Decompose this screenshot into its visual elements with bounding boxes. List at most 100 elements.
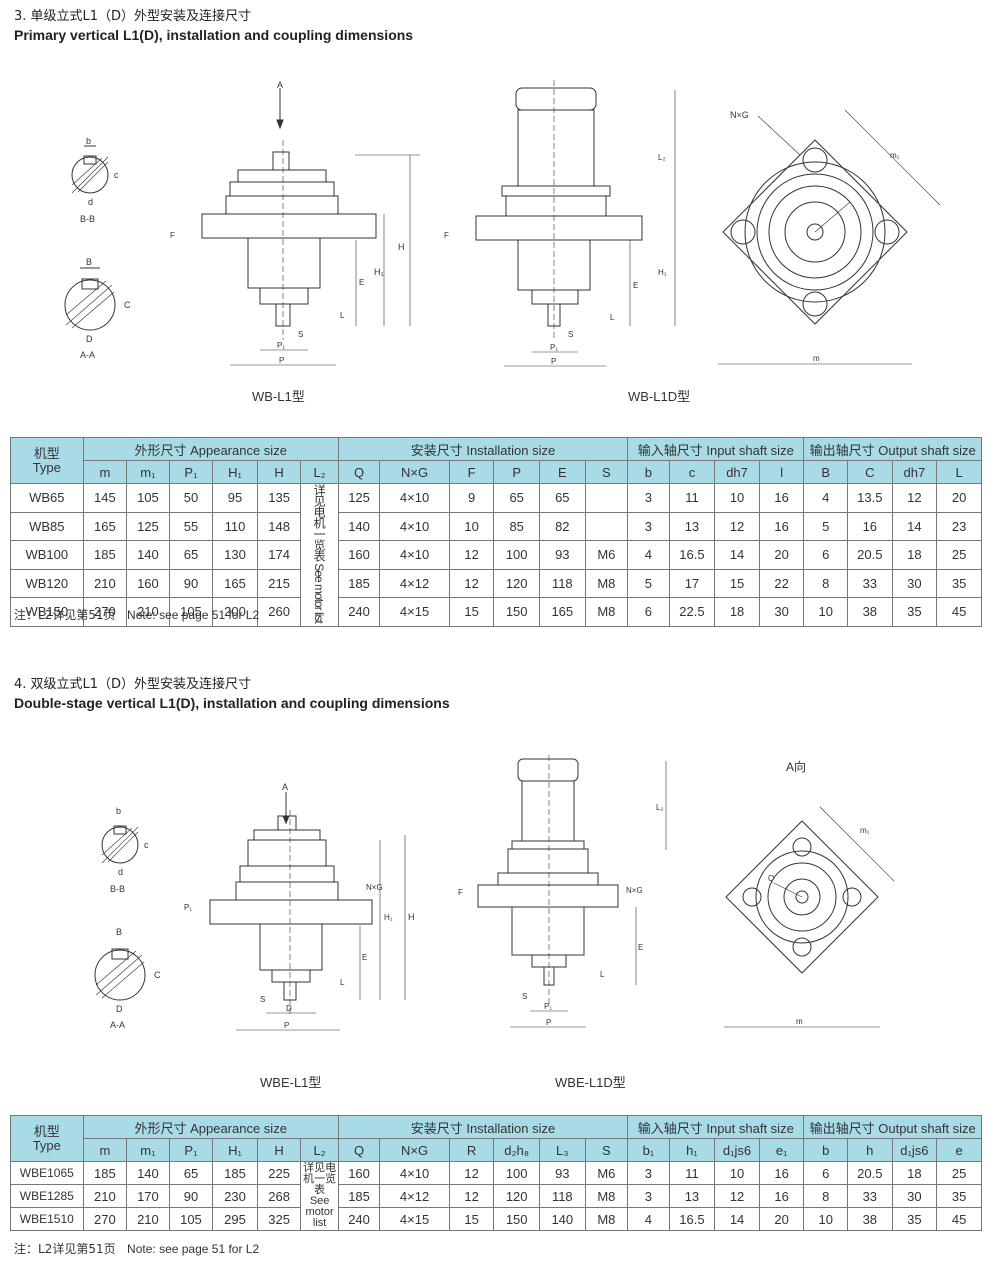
table-cell: 4 [627, 540, 670, 570]
table-cell: 6 [803, 540, 848, 570]
table-cell: 165 [212, 568, 258, 599]
label-H1-b: H₁ [658, 268, 667, 277]
table-cell: 125 [126, 511, 170, 542]
table-row: WB65 145 105 50 95 135 详见电机一览表 See motor… [10, 483, 982, 627]
label-L: L [340, 311, 345, 320]
caption-wbe-l1: WBE-L1型 [260, 1075, 322, 1090]
table-cell: 268 [256, 1184, 302, 1208]
table-cell: 12 [714, 511, 760, 542]
table-cell: 135 [256, 483, 302, 513]
table-cell: 185 [337, 1184, 381, 1208]
type-header: 机型 Type [10, 437, 84, 484]
column-header: H [256, 460, 302, 484]
label-E-3: E [638, 943, 643, 952]
table-cell: 23 [936, 511, 982, 542]
section4-spec-table: 机型 Type 外形尺寸 Appearance size 安装尺寸 Instal… [10, 1115, 982, 1231]
table-cell: 185 [337, 568, 381, 599]
table-cell: 6 [627, 597, 670, 627]
label-Q: Q [768, 874, 774, 883]
table-cell: 14 [714, 1207, 760, 1231]
table-cell: WBE1285 [10, 1184, 84, 1208]
table-cell: 125 [337, 483, 381, 513]
table-cell: 160 [126, 568, 170, 599]
label-F: F [170, 231, 175, 240]
label-S: S [298, 330, 303, 339]
table-cell: 90 [168, 568, 214, 599]
type-header-cn: 机型 [33, 1123, 60, 1139]
table-cell: 82 [539, 511, 586, 542]
table-cell: 120 [493, 568, 540, 599]
column-header: L₃ [539, 1138, 586, 1162]
column-header: m [82, 1138, 128, 1162]
column-header: H₁ [212, 1138, 258, 1162]
table-cell: 90 [168, 1184, 214, 1208]
table-cell: 174 [256, 540, 302, 570]
column-header: Q [337, 1138, 381, 1162]
table-cell: 100 [493, 1161, 540, 1185]
label-m-2: m [796, 1017, 803, 1026]
table-cell: 14 [891, 511, 938, 542]
label-P1: P₁ [277, 341, 285, 350]
column-header: dh7 [714, 460, 760, 484]
section3-title-cn: 3. 单级立式L1（D）外型安装及连接尺寸 [14, 9, 252, 24]
section3-title-en: Primary vertical L1(D), installation and… [14, 27, 414, 43]
column-header: S [584, 1138, 629, 1162]
table-cell [584, 483, 629, 513]
column-header: m₁ [126, 460, 170, 484]
label-E: E [359, 278, 364, 287]
column-header: E [539, 460, 586, 484]
table-cell: 16 [758, 1161, 805, 1185]
table-cell: 4×10 [379, 1161, 450, 1185]
table-cell: 65 [493, 483, 540, 513]
table-cell: WB85 [10, 511, 84, 542]
l2-note-cn: 详见电机一览表 [303, 1162, 337, 1196]
label-m: m [813, 354, 820, 363]
table-cell: 3 [627, 483, 670, 513]
label-P-3: P [546, 1018, 551, 1027]
table-cell: 118 [539, 568, 586, 599]
column-header: S [584, 460, 629, 484]
table-cell: 12 [448, 568, 495, 599]
group-header: 输出轴尺寸 Output shaft size [803, 1115, 982, 1139]
table-cell: 20.5 [847, 1161, 893, 1185]
table-cell: 210 [126, 1207, 170, 1231]
label-aa-2: A-A [110, 1020, 125, 1030]
label-P-b: P [551, 357, 556, 366]
flange-top-view-1: N×G m₁ m [718, 109, 941, 365]
table-cell: 16.5 [668, 1207, 716, 1231]
table-cell: 8 [803, 568, 848, 599]
table-cell: 10 [714, 1161, 760, 1185]
type-header-cn: 机型 [33, 445, 60, 461]
label-D-shaft: D [286, 1004, 292, 1013]
table-cell: 4×15 [379, 597, 450, 627]
table-cell: 14 [714, 540, 760, 570]
table-cell: 240 [337, 1207, 381, 1231]
label-H1-2: H₁ [384, 913, 393, 922]
table-row: WB120 210 160 90 165 215 185 4×12 12 120… [10, 568, 982, 599]
table-cell: 25 [936, 540, 982, 570]
label-c-2: c [144, 840, 149, 850]
table-cell: 30 [891, 1184, 938, 1208]
table-cell: 150 [493, 1207, 540, 1231]
label-H1: H₁ [374, 267, 384, 277]
table-row: WB100 185 140 65 130 174 160 4×10 12 100… [10, 540, 982, 570]
column-header: L [936, 460, 982, 484]
label-L2-2: L₂ [656, 803, 664, 812]
caption-wb-l1d: WB-L1D型 [628, 389, 691, 404]
table-cell: 35 [936, 1184, 982, 1208]
label-P1-b: P₁ [550, 343, 558, 352]
table-cell: 118 [539, 1184, 586, 1208]
label-H-2: H [408, 912, 415, 922]
section3-heading: 3. 单级立式L1（D）外型安装及连接尺寸 Primary vertical L… [14, 8, 413, 44]
table-cell: 105 [126, 483, 170, 513]
table-cell: 170 [126, 1184, 170, 1208]
table-cell: M6 [584, 1161, 629, 1185]
table-cell: 16.5 [668, 540, 716, 570]
column-header: C [847, 460, 893, 484]
type-header-en: Type [32, 1137, 61, 1153]
label-aa: A-A [80, 350, 95, 360]
table-row: WBE1285 210 170 90 230 268 185 4×12 12 1… [10, 1184, 982, 1208]
label-b: b [86, 136, 91, 146]
section4-note: 注：L2详见第51页 Note: see page 51 for L2 [14, 1240, 259, 1257]
table-row: WBE1065 185 140 65 185 225 详见电机一览表 See m… [10, 1161, 982, 1231]
